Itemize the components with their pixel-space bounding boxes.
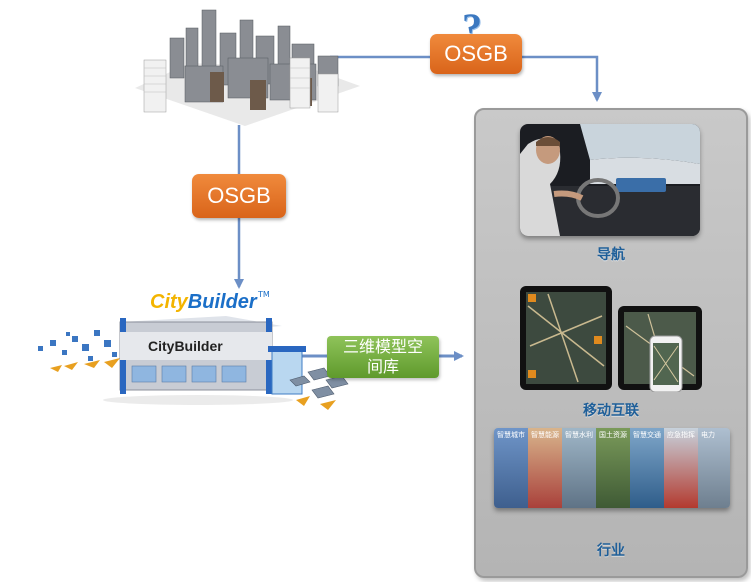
citybuilder-logo: CityBuilder	[150, 291, 257, 314]
app-label-mobile-internet: 移动互联	[583, 403, 639, 419]
industry-tile-4: 智慧交通	[630, 428, 664, 508]
industry-collage-photo: 智慧城市 智慧能源 智慧水利 国土资源 智慧交通 应急指挥 电力	[494, 428, 730, 508]
osgb-badge-top: OSGB	[430, 34, 522, 74]
logo-city-text: City	[150, 291, 188, 313]
industry-tile-0: 智慧城市	[494, 428, 528, 508]
mobile-devices-photo	[518, 286, 704, 393]
industry-tile-2: 智慧水利	[562, 428, 596, 508]
industry-tile-5: 应急指挥	[664, 428, 698, 508]
logo-trademark: TM	[258, 290, 270, 299]
car-navigation-photo	[520, 124, 700, 236]
industry-tile-1: 智慧能源	[528, 428, 562, 508]
model-database-label: 三维模型空 间库	[327, 336, 439, 378]
app-label-navigation: 导航	[597, 247, 625, 263]
applications-panel: 导航 移动互联 智慧城市 智慧能源 智慧水利 国土资源 智慧交通 应急指挥 电力…	[474, 108, 748, 578]
logo-builder-text: Builder	[187, 291, 257, 313]
citybuilder-factory-icon	[38, 316, 349, 410]
industry-tile-3: 国土资源	[596, 428, 630, 508]
factory-label: CityBuilder	[148, 338, 223, 354]
model-database-label-line2: 间库	[366, 357, 399, 376]
city-model-image	[135, 9, 360, 126]
model-database-label-line1: 三维模型空	[342, 337, 423, 356]
industry-tile-6: 电力	[698, 428, 730, 508]
osgb-badge-left: OSGB	[192, 174, 286, 218]
app-label-industry: 行业	[597, 543, 625, 559]
